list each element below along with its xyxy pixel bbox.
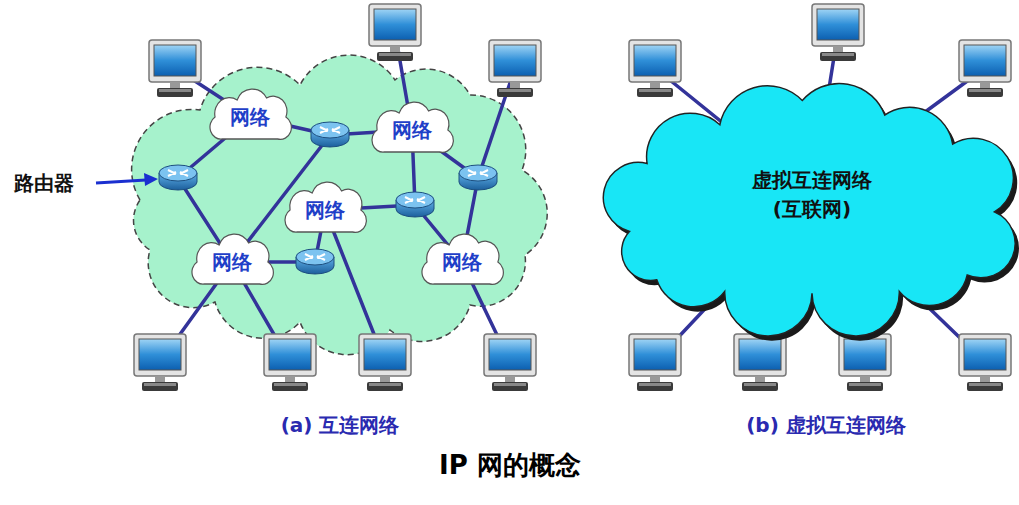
sub-caption: (b) 虚拟互连网络 <box>746 412 906 439</box>
part-label: 路由器 <box>14 170 74 197</box>
network-cloud-node: 网络 <box>366 100 458 160</box>
network-label: 虚拟互连网络 (互联网) <box>737 166 887 224</box>
network-label: 网络 <box>392 117 432 144</box>
link-lines <box>160 32 515 362</box>
network-label: 网络 <box>212 249 252 276</box>
network-label: 网络 <box>442 249 482 276</box>
network-label: 网络 <box>305 197 345 224</box>
internet-cloud <box>618 86 1006 304</box>
network-label: 网络 <box>230 104 270 131</box>
figure-title: IP 网的概念 <box>439 448 581 483</box>
sub-caption: (a) 互连网络 <box>281 412 400 439</box>
network-cloud-node: 网络 <box>204 87 296 147</box>
network-cloud-node: 网络 <box>186 232 278 292</box>
network-cloud-node: 网络 <box>416 232 508 292</box>
pointer-arrow <box>96 173 158 186</box>
network-cloud-node: 网络 <box>279 180 371 240</box>
internet-cloud-node: 虚拟互连网络 (互联网) <box>618 86 1006 304</box>
